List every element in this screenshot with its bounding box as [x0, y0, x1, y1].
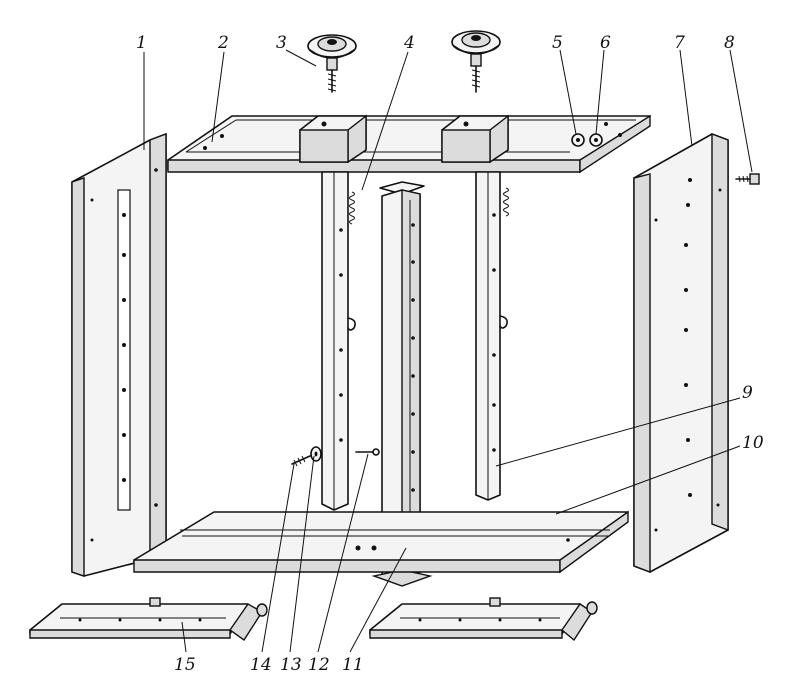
right-side-panel — [633, 132, 729, 574]
right-panel-holes — [654, 178, 722, 532]
callout-labels: 1 2 3 4 5 6 7 8 9 10 11 12 13 14 15 — [136, 33, 764, 675]
callout-14: 14 — [250, 655, 272, 675]
spring — [349, 187, 509, 225]
top-bracket-left — [299, 114, 367, 164]
adjustable-foot-left — [307, 34, 357, 93]
callout-13: 13 — [280, 655, 302, 675]
bottom-plate — [133, 510, 629, 574]
callout-3: 3 — [276, 33, 287, 53]
top-bracket-right — [441, 114, 509, 164]
pin — [355, 448, 380, 456]
callout-2: 2 — [217, 33, 229, 53]
hinged-bracket-right — [369, 597, 598, 642]
callout-4: 4 — [403, 33, 415, 53]
left-side-panel — [71, 132, 167, 577]
center-upright — [371, 181, 433, 587]
nut-5 — [571, 133, 585, 147]
callout-9: 9 — [742, 383, 753, 403]
leader-lines — [143, 49, 753, 653]
screw — [291, 455, 311, 467]
rear-upright-left — [321, 171, 356, 511]
callout-5: 5 — [552, 33, 563, 53]
callout-11: 11 — [342, 655, 364, 675]
callout-8: 8 — [724, 33, 735, 53]
callout-7: 7 — [674, 33, 685, 53]
top-frame — [167, 114, 651, 174]
top-frame-holes — [203, 122, 622, 150]
callout-12: 12 — [308, 655, 330, 675]
callout-15: 15 — [174, 655, 196, 675]
rear-upright-right — [475, 171, 508, 501]
hinged-bracket-left — [29, 597, 268, 641]
adjustable-foot-right — [451, 30, 501, 93]
left-panel-holes — [90, 168, 158, 542]
washer — [310, 446, 322, 462]
callout-10: 10 — [742, 433, 764, 453]
callout-6: 6 — [600, 33, 611, 53]
callout-1: 1 — [136, 33, 147, 53]
nut-6 — [589, 133, 603, 147]
bolt — [735, 173, 760, 185]
